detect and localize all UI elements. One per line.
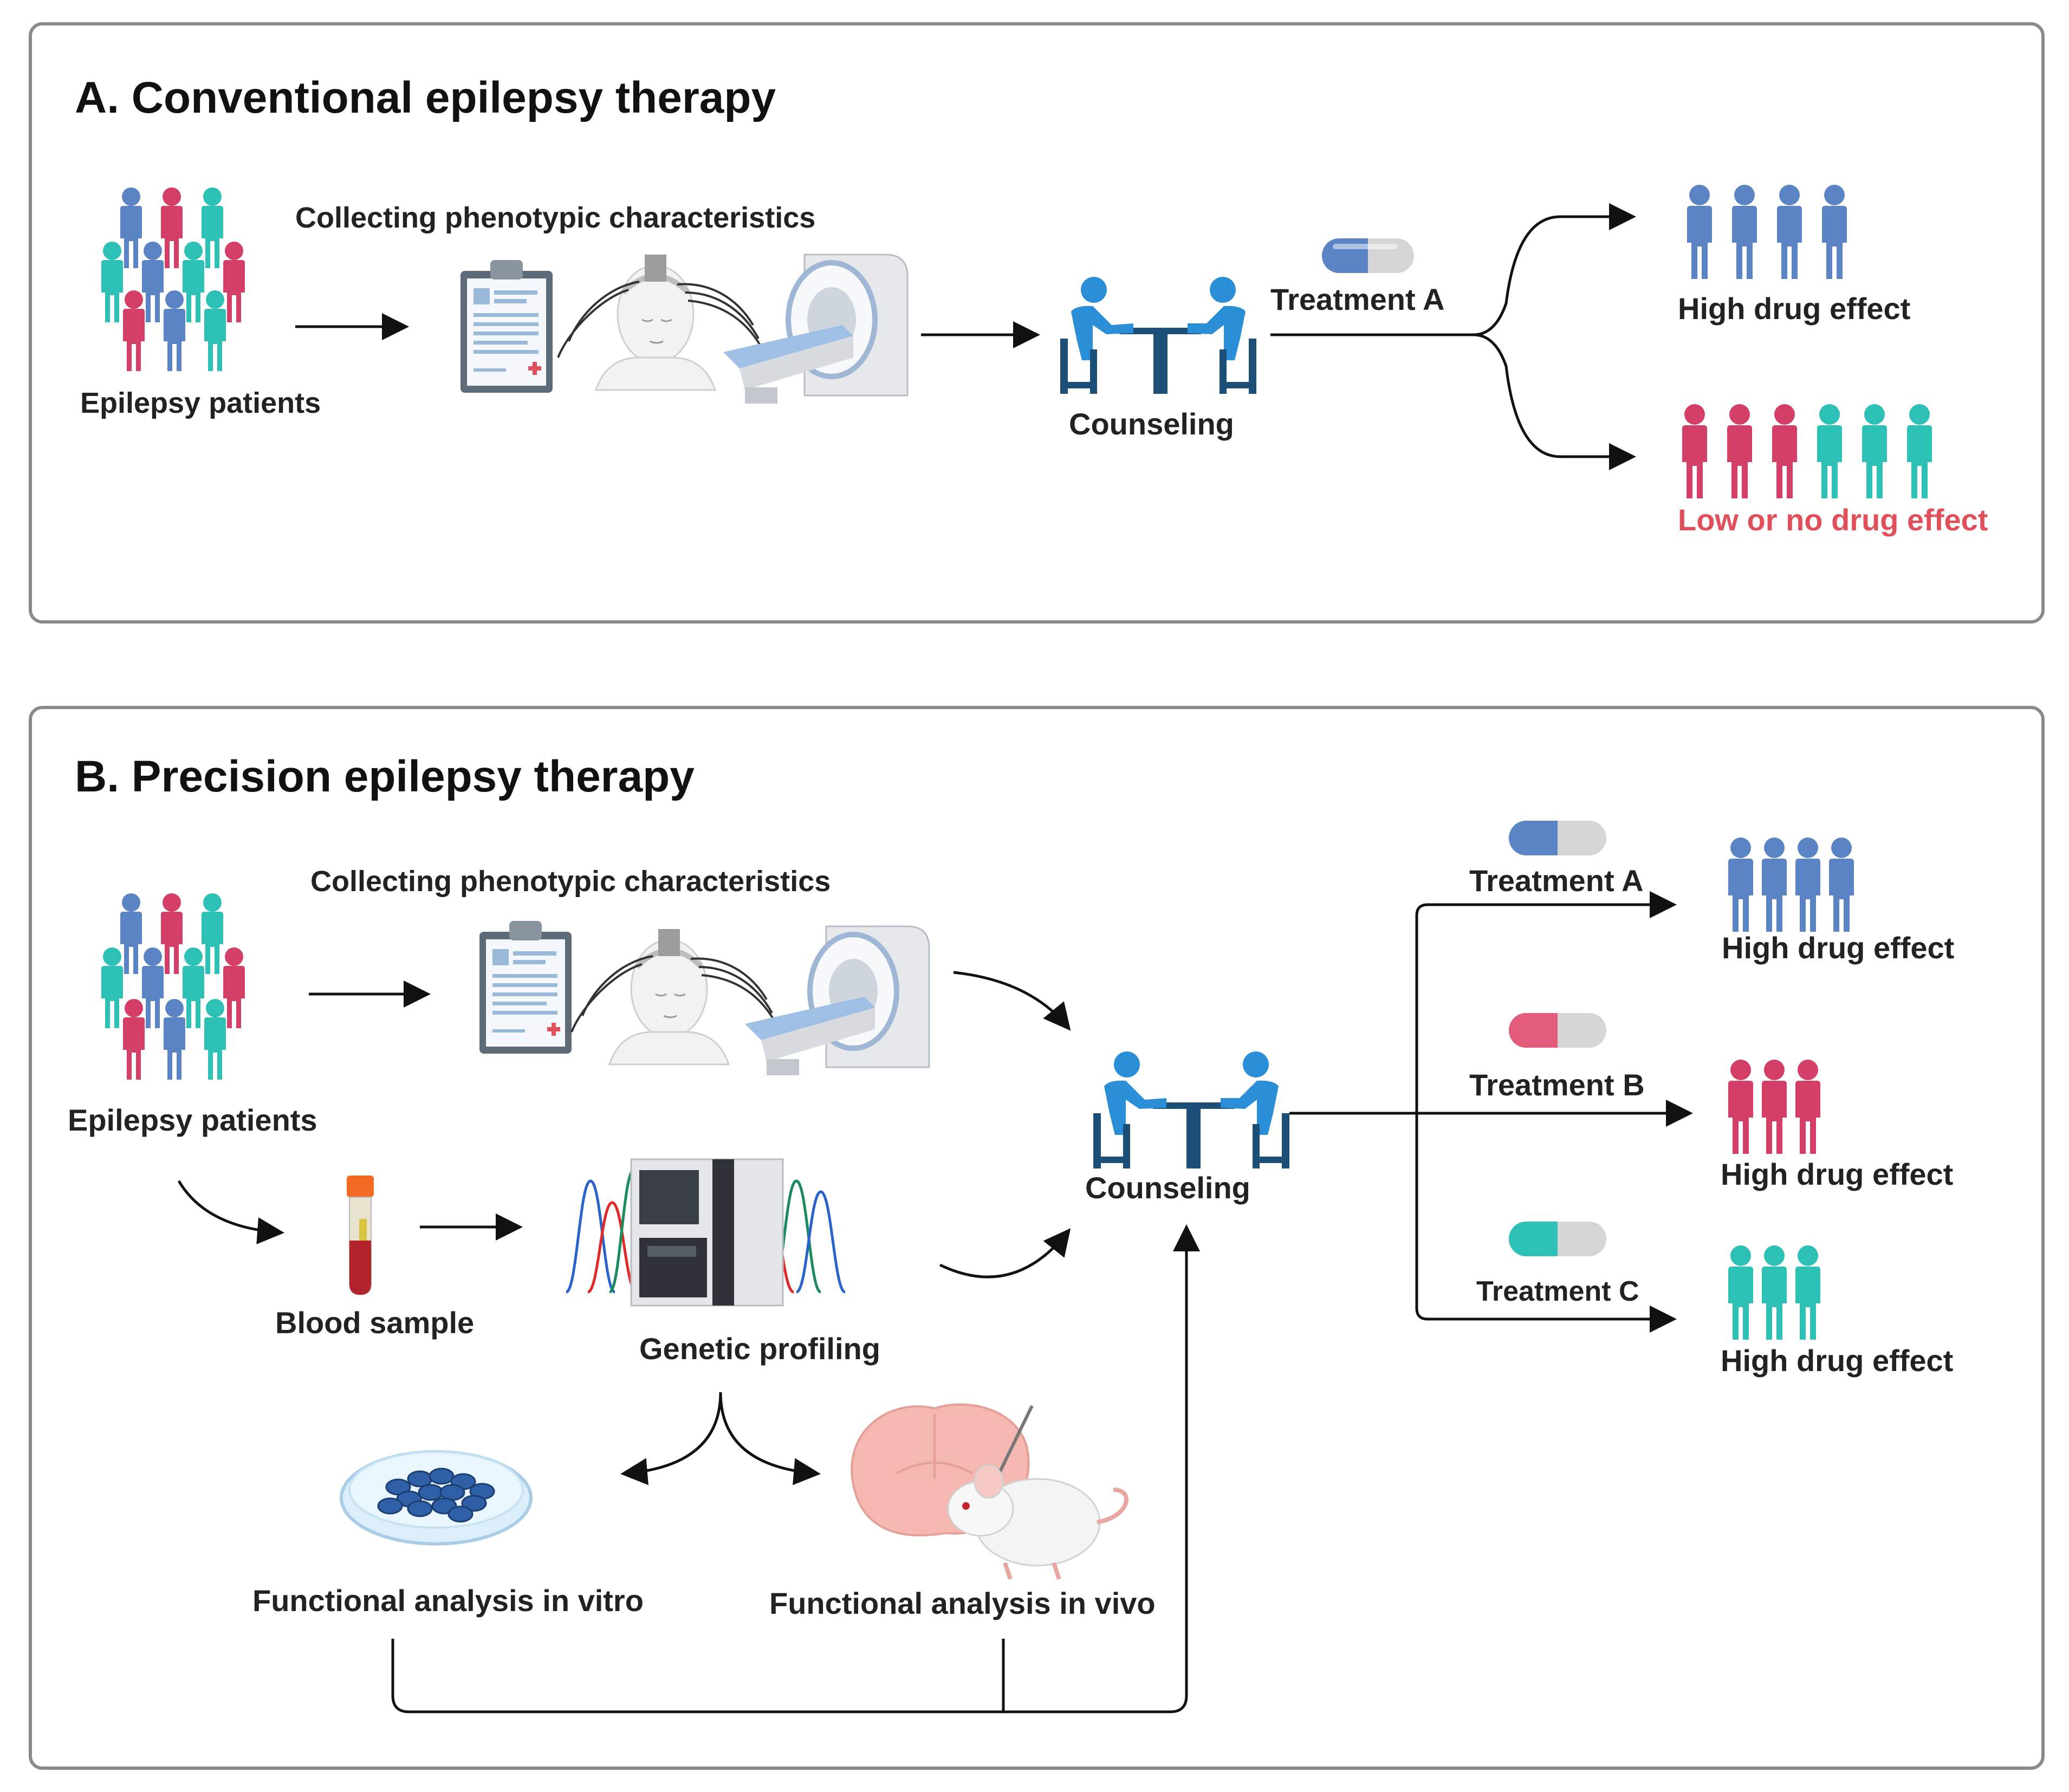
in-vivo-label: Functional analysis in vivo (769, 1586, 1156, 1620)
mouse-icon (947, 1464, 1128, 1580)
blood-tube-icon (346, 1175, 374, 1295)
collect-label-a: Collecting phenotypic characteristics (295, 202, 816, 234)
arrow-patients-to-blood (177, 1180, 284, 1244)
treatment-label-a: Treatment A (1270, 282, 1445, 316)
arrow-collect-to-counseling-b (953, 971, 1071, 1031)
outcome-a-label-b: High drug effect (1722, 931, 1955, 965)
feedback-loop-arrow (391, 1224, 1200, 1713)
panel-b-title: B. Precision epilepsy therapy (75, 752, 695, 801)
outcome-low-a: Low or no drug effect (1678, 503, 1988, 537)
arrow-branch-low (1473, 333, 1636, 470)
arrow-branch-high (1270, 203, 1636, 336)
counseling-label-b: Counseling (1085, 1171, 1250, 1205)
arrow-sequencer-to-counseling (939, 1228, 1071, 1278)
panel-a-title: A. Conventional epilepsy therapy (75, 73, 776, 122)
outcome-high-a: High drug effect (1678, 291, 1911, 326)
arrow-treatment-c-b (1415, 1113, 1677, 1333)
collect-label-b: Collecting phenotypic characteristics (310, 865, 831, 898)
treatment-b-label-b: Treatment B (1469, 1068, 1645, 1102)
in-vitro-label: Functional analysis in vitro (252, 1583, 644, 1618)
patients-label-a: Epilepsy patients (80, 387, 321, 419)
patients-label-b: Epilepsy patients (68, 1103, 317, 1137)
pill-icon (1322, 238, 1414, 273)
sequencer-icon (565, 1158, 846, 1307)
outcome-c-label-b: High drug effect (1721, 1343, 1954, 1378)
pill-icon (1509, 821, 1606, 855)
arrow-treatment-a-b (1415, 891, 1677, 1113)
clipboard-icon (479, 921, 572, 1054)
genetic-label: Genetic profiling (639, 1332, 880, 1366)
treatment-c-label-b: Treatment C (1476, 1276, 1639, 1307)
blood-label: Blood sample (275, 1306, 475, 1340)
treatment-a-label-b: Treatment A (1469, 863, 1644, 898)
counseling-label-a: Counseling (1069, 407, 1234, 441)
outcome-b-label-b: High drug effect (1721, 1157, 1954, 1191)
clipboard-icon (461, 260, 553, 393)
arrow-genetic-to-vitro (620, 1392, 722, 1485)
petri-dish-icon (341, 1452, 531, 1544)
arrow-genetic-to-vivo (719, 1392, 821, 1485)
pill-icon (1509, 1013, 1606, 1048)
pill-icon (1509, 1222, 1606, 1256)
